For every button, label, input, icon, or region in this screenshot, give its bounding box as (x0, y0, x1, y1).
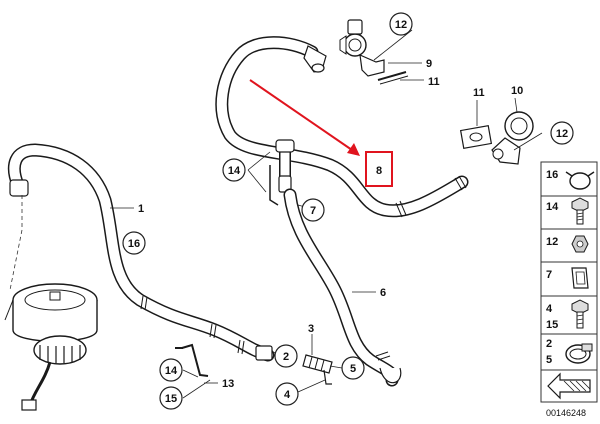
hose-1 (7, 143, 275, 362)
callout-12-top: 12 (389, 12, 413, 36)
worm-clamp-icon (565, 343, 593, 364)
callout-16: 16 (122, 231, 146, 255)
callout-7: 7 (301, 198, 325, 222)
part-number-8: 8 (376, 165, 382, 177)
callout-15-text: 15 (165, 393, 177, 405)
hose-clamp-icon (565, 171, 595, 190)
legend-panel: 16 14 12 7 4 (540, 161, 598, 403)
callout-4: 4 (275, 382, 299, 406)
legend-label-12: 12 (546, 236, 558, 248)
hose-8 (215, 36, 469, 218)
label-9: 9 (426, 58, 432, 70)
label-1: 1 (138, 203, 144, 215)
label-11-right: 11 (473, 87, 485, 99)
callout-5-text: 5 (350, 363, 356, 375)
connector-3 (302, 354, 333, 385)
legend-label-2: 2 (546, 338, 552, 350)
hose-6 (283, 188, 402, 387)
callout-14-bottom: 14 (159, 358, 183, 382)
valve-top (339, 19, 385, 77)
callout-16-text: 16 (128, 238, 140, 250)
callout-7-text: 7 (310, 205, 316, 217)
label-3: 3 (308, 323, 314, 335)
air-pump (4, 283, 98, 411)
gasket-right (459, 125, 493, 149)
legend-label-15: 15 (546, 319, 558, 331)
legend-label-16: 16 (546, 169, 558, 181)
bracket-13 (175, 343, 209, 377)
callout-12-top-text: 12 (395, 19, 407, 31)
bolt-washer-icon (571, 299, 589, 329)
label-11-top: 11 (428, 76, 440, 88)
callout-2-text: 2 (283, 351, 289, 363)
label-10: 10 (511, 85, 523, 97)
callout-15: 15 (159, 386, 183, 410)
dashed-guide-left (9, 195, 23, 291)
callout-12-right: 12 (550, 121, 574, 145)
callout-12-right-text: 12 (556, 128, 568, 140)
hex-nut-icon (571, 235, 589, 253)
callout-14-mid-text: 14 (228, 165, 241, 177)
hex-bolt-icon (571, 197, 589, 225)
label-6: 6 (380, 287, 386, 299)
callout-2: 2 (274, 344, 298, 368)
highlight-arrow (249, 79, 360, 156)
label-13: 13 (222, 378, 234, 390)
branch-connector (269, 139, 295, 206)
valve-right (491, 111, 534, 165)
legend-label-14: 14 (546, 201, 559, 213)
arrow-icon (547, 372, 591, 400)
legend-label-4: 4 (546, 303, 553, 315)
spring-clip-icon (571, 267, 589, 289)
legend-label-5: 5 (546, 354, 552, 366)
legend-label-7: 7 (546, 269, 552, 281)
highlight-box (365, 151, 393, 187)
callout-14-bottom-text: 14 (165, 365, 178, 377)
callout-4-text: 4 (284, 389, 291, 401)
callout-14-mid: 14 (222, 158, 246, 182)
gasket-top (377, 71, 409, 85)
callout-5: 5 (341, 356, 365, 380)
reference-number: 00146248 (546, 408, 586, 418)
leader-lines (110, 29, 543, 399)
